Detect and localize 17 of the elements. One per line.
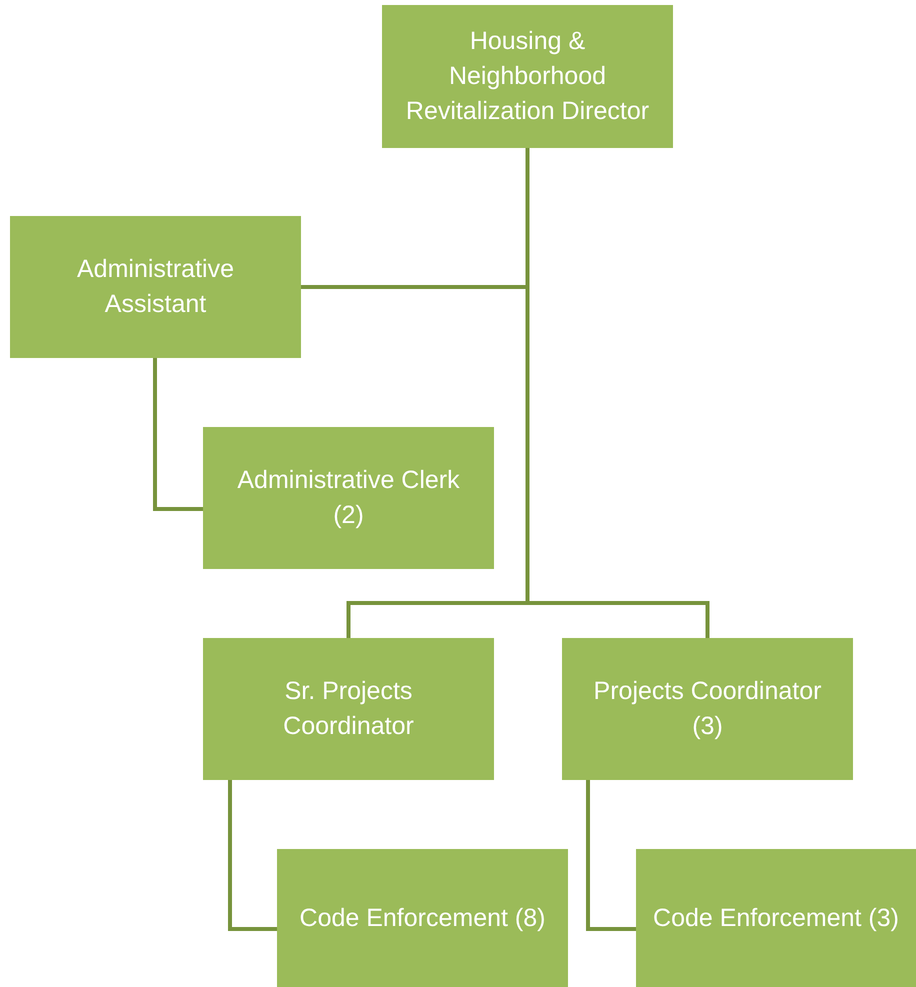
position-title: Projects Coordinator (3) — [592, 676, 822, 742]
position-box — [562, 638, 853, 780]
connector-line — [586, 780, 636, 931]
position-title: Administrative Clerk (2) — [236, 465, 461, 531]
position-box — [203, 427, 494, 569]
position-title: Code Enforcement (3) — [653, 902, 899, 934]
position-box — [636, 849, 916, 987]
position-title: Code Enforcement (8) — [300, 902, 546, 934]
position-title: Administrative Assistant — [76, 254, 235, 320]
connector-line — [228, 780, 277, 931]
connector-line — [153, 358, 203, 511]
position-box — [382, 5, 673, 148]
position-box — [277, 849, 568, 987]
position-title: Housing & Neighborhood Revitalization Director — [404, 26, 650, 127]
position-box — [10, 216, 301, 358]
position-box — [203, 638, 494, 780]
position-title: Sr. Projects Coordinator — [282, 676, 415, 742]
